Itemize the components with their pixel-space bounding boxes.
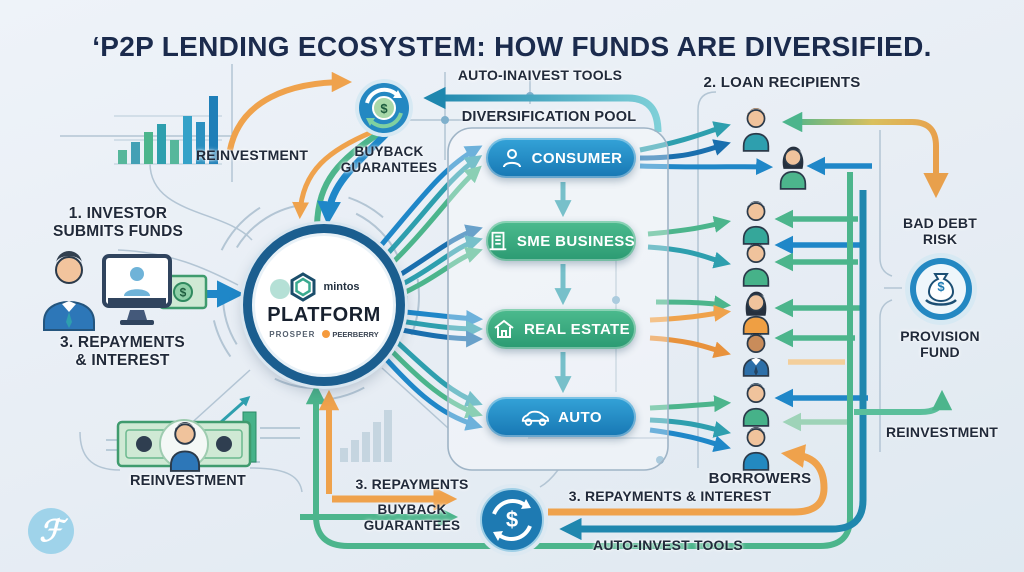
borrower-avatar: [742, 333, 770, 377]
reinvestor-avatar: [169, 422, 201, 472]
platform-badge-icon: [270, 279, 290, 299]
faint-bar-chart: [340, 410, 392, 462]
watermark-logo-icon: ℱ: [28, 508, 74, 554]
repayments-left-label: 3. REPAYMENTS & INTEREST: [60, 334, 185, 369]
repayments-interest-label: 3. REPAYMENTS & INTEREST: [568, 488, 772, 504]
borrower-avatar: [742, 243, 770, 287]
svg-text:$: $: [506, 507, 518, 532]
car-icon: [521, 410, 550, 426]
investor-person-icon: [43, 251, 95, 331]
repayment-cycle-icon: $: [476, 484, 548, 556]
reinvestment-right-label: REINVESTMENT: [885, 424, 999, 440]
buyback-guarantee-icon: $: [355, 79, 413, 137]
auto-invest-top-label: AUTO-INAIVEST TOOLS: [457, 67, 623, 83]
borrower-avatar: [742, 291, 770, 335]
peerberry-wordmark: PEERBERRY: [322, 330, 379, 339]
house-icon: [494, 319, 514, 338]
platform-title: PLATFORM: [267, 303, 381, 326]
top-flows: [227, 71, 662, 227]
pool-category-auto: AUTO: [486, 397, 636, 437]
repayments-bottom-label: 3. REPAYMENTS: [355, 476, 469, 492]
reinvestment-bottom-label: REINVESTMENT: [130, 473, 246, 489]
mintos-wordmark: mintos: [323, 280, 360, 293]
person-icon: [502, 149, 521, 168]
buyback-bottom-label: BUYBACK GUARANTEES: [363, 502, 461, 533]
diversification-pool-label: DIVERSIFICATION POOL: [461, 109, 637, 125]
borrower-avatar: [742, 108, 770, 152]
provision-fund-label: PROVISION FUND: [900, 328, 980, 361]
return-loop-flows: [300, 172, 953, 549]
borrower-avatar: [779, 146, 807, 190]
repayment-to-borrower-flows: [774, 156, 872, 432]
provision-fund-icon: $: [905, 253, 977, 325]
reinvestment-top-label: REINVESTMENT: [196, 147, 309, 163]
mintos-logo-icon: [290, 271, 316, 302]
loan-recipients-label: 2. LOAN RECIPIENTS: [703, 74, 861, 91]
prosper-wordmark: PROSPER: [269, 329, 316, 339]
svg-text:$: $: [380, 101, 388, 116]
auto-invest-bottom-label: AUTO-INVEST TOOLS: [593, 537, 743, 553]
platform-node: mintos PLATFORM PROSPER PEERBERRY: [243, 224, 405, 386]
pool-to-borrower-flows: [639, 121, 774, 453]
growth-bar-chart: [114, 96, 222, 165]
page-title: ‘P2P LENDING ECOSYSTEM: HOW FUNDS ARE DI…: [92, 30, 932, 62]
bad-debt-label: BAD DEBT RISK: [903, 215, 977, 248]
pool-category-real-estate: REAL ESTATE: [486, 309, 636, 349]
diversification-pool-container: [447, 127, 669, 471]
borrower-avatar: [742, 383, 770, 427]
investor-label: 1. INVESTOR SUBMITS FUNDS: [52, 205, 184, 240]
pool-category-sme-business: SME BUSINESS: [486, 221, 636, 261]
borrowers-label: BORROWERS: [708, 470, 812, 487]
building-icon: [489, 231, 507, 251]
svg-text:$: $: [180, 286, 187, 300]
peerberry-logo-icon: [322, 330, 331, 338]
borrower-avatar: [742, 427, 770, 471]
bad-debt-flow: [781, 111, 949, 199]
investor-monitor-icon: [102, 254, 172, 325]
svg-text:$: $: [937, 279, 945, 294]
borrower-avatar: [742, 201, 770, 245]
buyback-top-label: BUYBACK GUARANTEES: [340, 144, 438, 175]
pool-category-consumer: CONSUMER: [486, 138, 636, 178]
